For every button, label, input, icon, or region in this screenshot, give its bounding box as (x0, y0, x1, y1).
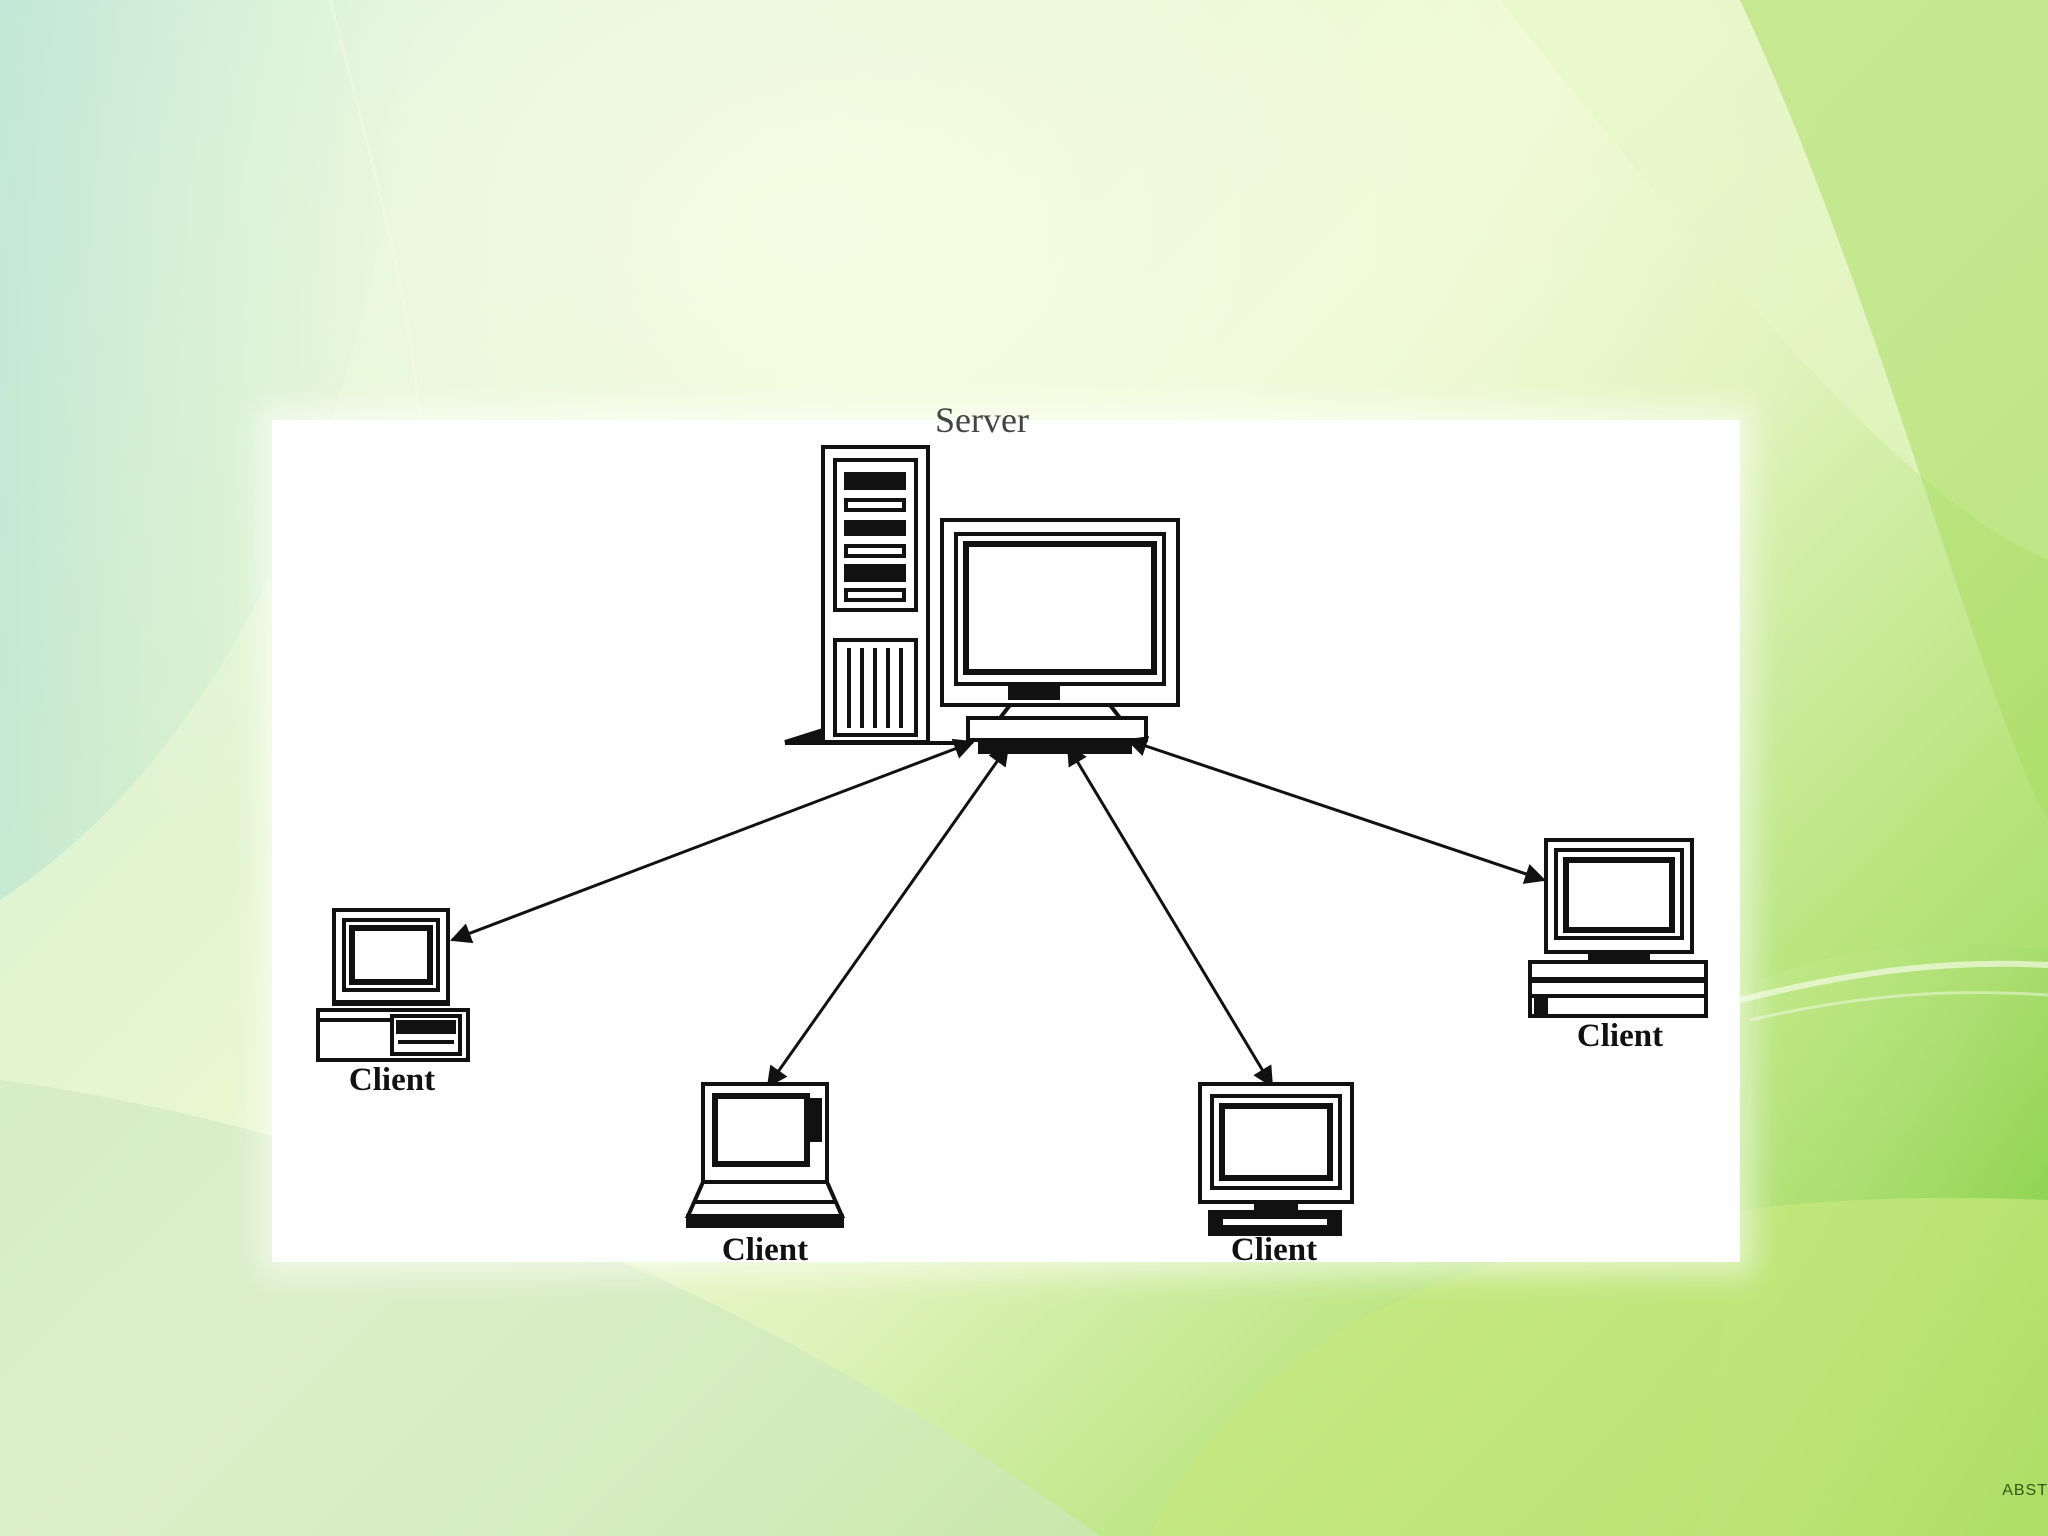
connection-lines (452, 740, 1544, 1086)
server-label: Server (935, 400, 1029, 440)
client-label-2: Client (722, 1232, 808, 1268)
server-tower-icon (785, 447, 960, 743)
server-monitor-icon (942, 520, 1178, 752)
client-label-1: Client (349, 1062, 435, 1098)
connection-client-4 (1128, 740, 1544, 880)
connection-client-2 (768, 746, 1008, 1086)
client-workstation-icon (1530, 840, 1706, 1016)
watermark: ABST (2002, 1482, 2048, 1500)
connection-client-1 (452, 742, 973, 940)
client-label-3: Client (1231, 1232, 1317, 1268)
client-monitor-icon (1200, 1084, 1352, 1234)
client-laptop-icon (688, 1084, 842, 1226)
connection-client-3 (1068, 746, 1272, 1086)
client-label-4: Client (1577, 1018, 1663, 1054)
client-desktop-icon (318, 910, 468, 1060)
